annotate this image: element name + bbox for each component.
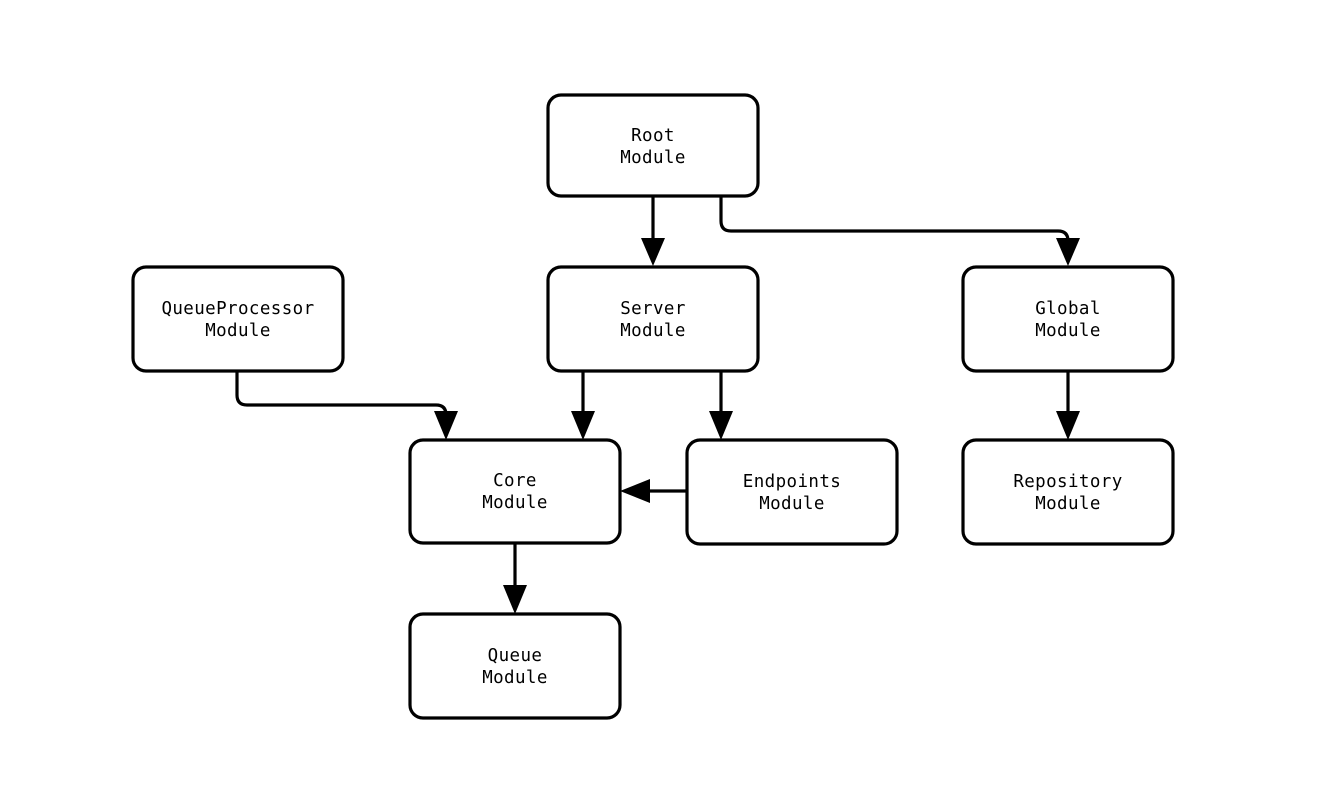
node-core-module[interactable]: Core Module: [408, 438, 622, 545]
node-layer: Root Module QueueProcessor Module Server…: [131, 93, 1175, 720]
edge-core-to-queue-arrowhead: [503, 585, 527, 614]
node-core-module-label-line1: Core: [493, 471, 537, 491]
node-core-module-box[interactable]: [408, 438, 622, 545]
node-queueprocessor-module-label-line2: Module: [205, 321, 271, 341]
edge-root-to-server: [641, 196, 665, 266]
node-root-module-label-line2: Module: [620, 148, 686, 168]
node-repository-module-box[interactable]: [961, 438, 1175, 546]
edge-root-to-global-arrowhead: [1056, 238, 1080, 266]
edge-server-to-endpoints: [709, 371, 733, 440]
edge-queueprocessor-to-core-line: [235, 371, 448, 417]
node-endpoints-module-label-line2: Module: [759, 494, 825, 514]
node-queue-module-label-line2: Module: [482, 668, 548, 688]
node-root-module-box[interactable]: [546, 93, 760, 198]
edge-server-to-core-arrowhead: [571, 411, 595, 440]
node-root-module[interactable]: Root Module: [546, 93, 760, 198]
edge-queueprocessor-to-core: [235, 371, 458, 440]
edge-global-to-repository: [1056, 371, 1080, 440]
edge-layer: [235, 196, 1080, 614]
node-repository-module[interactable]: Repository Module: [961, 438, 1175, 546]
node-endpoints-module-label-line1: Endpoints: [743, 472, 841, 492]
edge-root-to-server-arrowhead: [641, 238, 665, 266]
node-endpoints-module[interactable]: Endpoints Module: [685, 438, 899, 546]
node-root-module-label-line1: Root: [631, 126, 675, 146]
edge-endpoints-to-core-arrowhead: [620, 479, 650, 503]
edge-core-to-queue: [503, 543, 527, 614]
edge-root-to-global-line: [719, 196, 1070, 243]
node-global-module-box[interactable]: [961, 265, 1175, 373]
edge-global-to-repository-arrowhead: [1056, 411, 1080, 440]
node-queueprocessor-module-label-line1: QueueProcessor: [161, 299, 314, 319]
node-server-module[interactable]: Server Module: [546, 265, 760, 373]
node-queue-module-label-line1: Queue: [488, 646, 543, 666]
node-core-module-label-line2: Module: [482, 493, 548, 513]
node-server-module-label-line2: Module: [620, 321, 686, 341]
node-repository-module-label-line1: Repository: [1013, 472, 1122, 492]
node-global-module[interactable]: Global Module: [961, 265, 1175, 373]
edge-server-to-core: [571, 371, 595, 440]
node-queueprocessor-module[interactable]: QueueProcessor Module: [131, 265, 345, 373]
node-server-module-label-line1: Server: [620, 299, 686, 319]
edge-root-to-global: [719, 196, 1080, 266]
node-queueprocessor-module-box[interactable]: [131, 265, 345, 373]
node-global-module-label-line2: Module: [1035, 321, 1101, 341]
node-queue-module[interactable]: Queue Module: [408, 612, 622, 720]
node-queue-module-box[interactable]: [408, 612, 622, 720]
node-global-module-label-line1: Global: [1035, 299, 1101, 319]
node-repository-module-label-line2: Module: [1035, 494, 1101, 514]
edge-queueprocessor-to-core-arrowhead: [434, 411, 458, 440]
edge-endpoints-to-core: [620, 479, 687, 503]
node-server-module-box[interactable]: [546, 265, 760, 373]
node-endpoints-module-box[interactable]: [685, 438, 899, 546]
edge-server-to-endpoints-arrowhead: [709, 411, 733, 440]
